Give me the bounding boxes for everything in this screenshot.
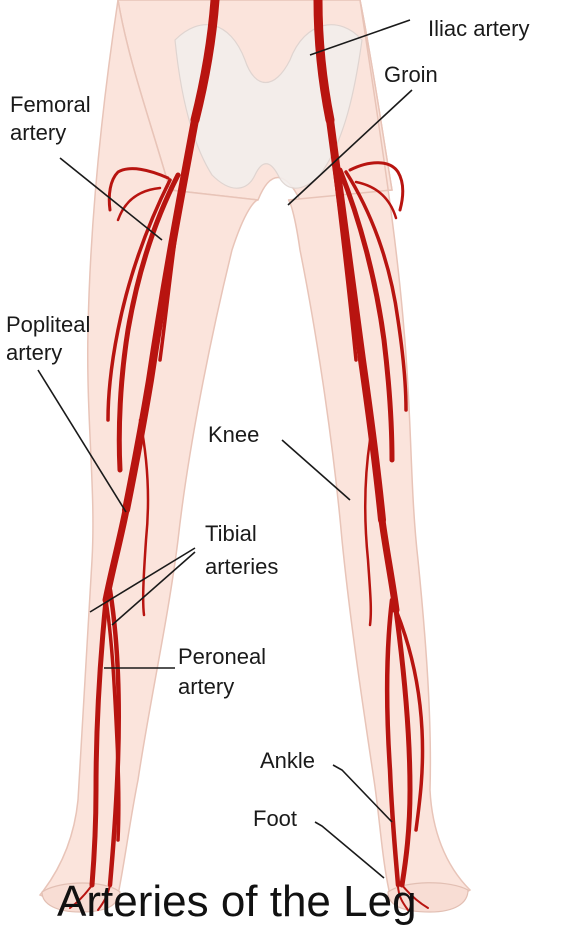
label-popliteal-line2: artery — [6, 340, 62, 365]
leg-illustration — [40, 0, 470, 912]
label-peroneal-line1: Peroneal — [178, 644, 266, 669]
label-foot: Foot — [253, 806, 297, 831]
label-groin: Groin — [384, 62, 438, 87]
label-iliac-artery: Iliac artery — [428, 16, 529, 41]
label-peroneal-line2: artery — [178, 674, 234, 699]
label-popliteal-line1: Popliteal — [6, 312, 90, 337]
label-tibial-line1: Tibial — [205, 521, 257, 546]
leader-foot — [315, 822, 384, 878]
label-femoral-line2: artery — [10, 120, 66, 145]
label-knee: Knee — [208, 422, 259, 447]
label-femoral-line1: Femoral — [10, 92, 91, 117]
label-ankle: Ankle — [260, 748, 315, 773]
diagram-title: Arteries of the Leg — [57, 877, 417, 926]
label-tibial-line2: arteries — [205, 554, 278, 579]
